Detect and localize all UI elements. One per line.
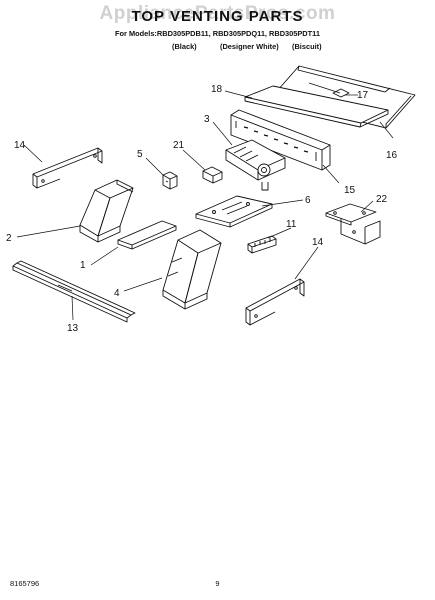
callout-18: 18 xyxy=(211,84,223,95)
callout-6: 6 xyxy=(305,195,311,206)
leader-lines xyxy=(16,82,394,321)
part-5-connector xyxy=(162,171,178,190)
callout-3: 3 xyxy=(204,114,210,125)
callout-16-label: 16 xyxy=(386,150,398,161)
part-11-terminal-strip xyxy=(247,235,277,254)
part-2-duct-elbow xyxy=(79,179,134,243)
variant-biscuit: (Biscuit) xyxy=(292,42,322,51)
callout-4: 4 xyxy=(114,288,120,299)
callout-14-lower: 14 xyxy=(312,237,324,248)
part-1-flat-plate xyxy=(117,220,177,250)
document-part-number: 8165796 xyxy=(10,579,40,588)
callout-15: 15 xyxy=(344,185,356,196)
watermark: AppliancePartsPros.com xyxy=(99,3,336,24)
callout-21: 21 xyxy=(173,140,185,151)
part-22-bracket xyxy=(325,203,381,245)
callout-labels: 16 17 18 15 3 21 5 14 2 6 22 1 11 4 14 1… xyxy=(6,84,398,334)
page-number: 9 xyxy=(215,579,220,588)
callout-11: 11 xyxy=(286,219,297,230)
part-4-bracket-box xyxy=(162,229,222,310)
part-15-vent-bracket xyxy=(230,109,331,171)
part-13-rail xyxy=(12,260,136,323)
part-18-duct-cover xyxy=(244,85,389,128)
part-21-switch xyxy=(202,166,223,184)
callout-2: 2 xyxy=(6,233,12,244)
callout-13: 13 xyxy=(67,323,79,334)
part-14-bracket-lower xyxy=(245,278,305,326)
callout-14-upper: 14 xyxy=(14,140,26,151)
variant-black: (Black) xyxy=(172,42,197,51)
part-6-base-plate xyxy=(195,195,273,228)
model-list: For Models:RBD305PDB11, RBD305PDQ11, RBD… xyxy=(115,29,320,38)
variant-designer-white: (Designer White) xyxy=(220,42,279,51)
callout-1: 1 xyxy=(80,260,86,271)
callout-22: 22 xyxy=(376,194,388,205)
part-3-motor-housing xyxy=(225,139,286,191)
page-title: TOP VENTING PARTS xyxy=(131,8,304,25)
callout-17: 17 xyxy=(357,90,369,101)
callout-5: 5 xyxy=(137,149,143,160)
part-14-bracket-upper xyxy=(32,147,103,189)
